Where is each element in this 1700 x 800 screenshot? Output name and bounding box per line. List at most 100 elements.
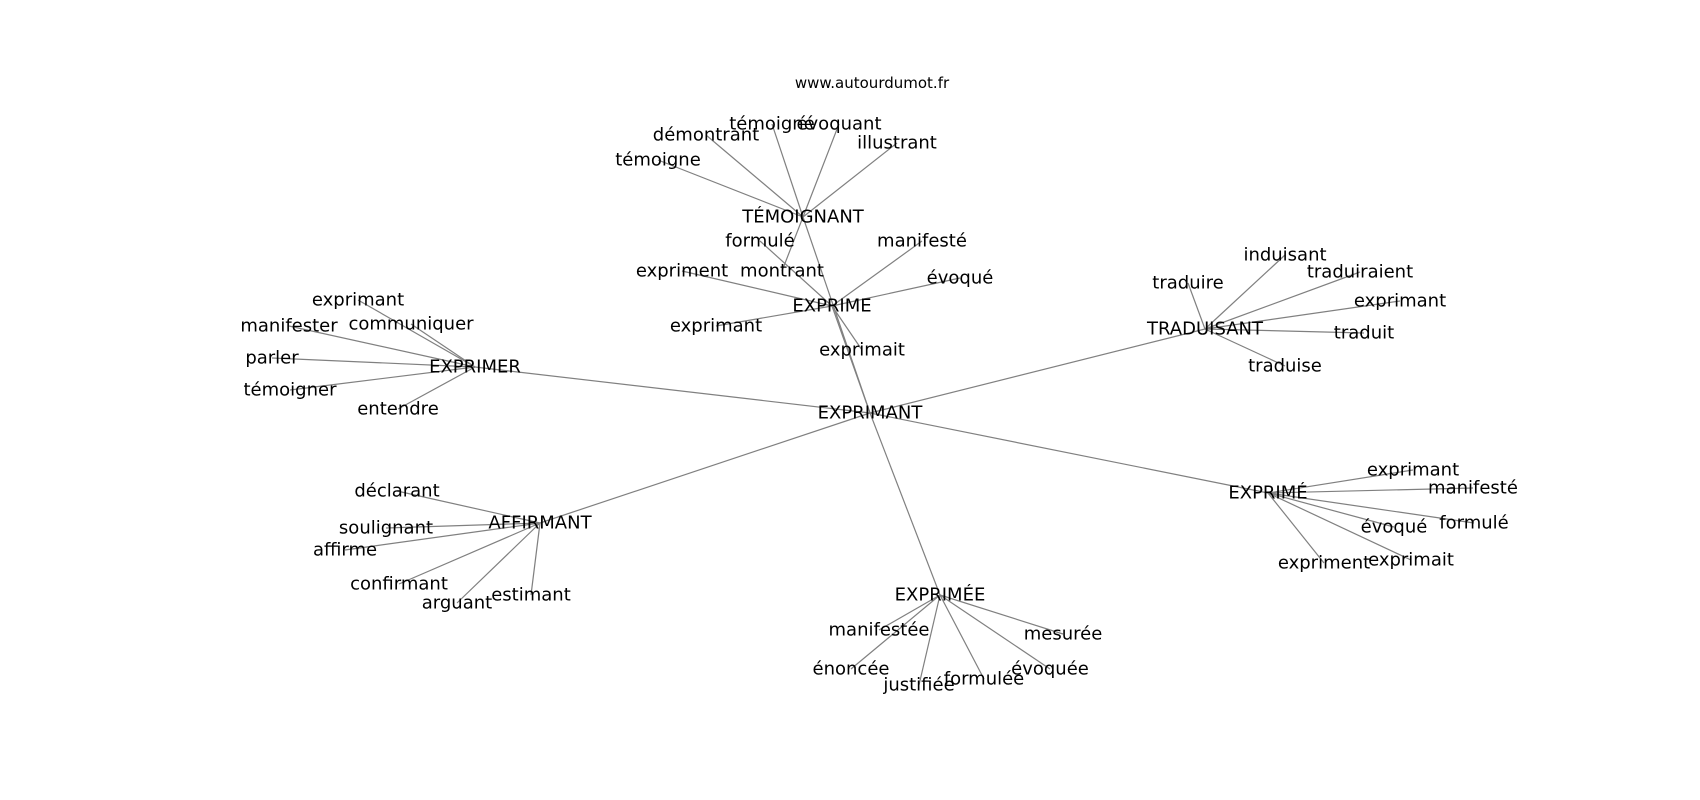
hub-node-exprimee[interactable]: EXPRIMÉE: [895, 584, 986, 606]
edge-affirmant-leaf-4: [456, 522, 541, 604]
edge-exprime-leaf-2: [831, 277, 961, 307]
edge-exprimee-leaf-4: [939, 594, 1051, 670]
edge-exprime-leaf-4: [715, 305, 833, 327]
leaf-node-exprime-3[interactable]: expriment: [636, 261, 728, 282]
leaf-node-exprime2-1[interactable]: manifesté: [1428, 478, 1518, 499]
leaf-node-exprimer-0[interactable]: exprimant: [312, 290, 404, 311]
edge-center-to-affirmant: [539, 412, 871, 524]
edge-exprime2-leaf-2: [1267, 492, 1475, 524]
leaf-node-exprime2-5[interactable]: exprimait: [1368, 550, 1454, 571]
leaf-node-exprimee-2[interactable]: justifiée: [882, 675, 954, 696]
edge-exprimee-leaf-1: [850, 594, 941, 670]
edge-affirmant-leaf-2: [344, 522, 541, 551]
edge-exprime-leaf-5: [831, 305, 863, 351]
edge-temoignant-leaf-2: [771, 123, 804, 218]
leaf-node-exprime2-3[interactable]: évoqué: [1361, 517, 1428, 538]
edge-exprimee-leaf-2: [918, 594, 941, 686]
leaf-node-exprime-4[interactable]: exprimant: [670, 316, 762, 337]
leaf-node-exprimee-5[interactable]: mesurée: [1024, 624, 1103, 645]
leaf-node-affirmant-4[interactable]: arguant: [422, 593, 492, 614]
leaf-node-temoignant-4[interactable]: illustrant: [857, 133, 937, 154]
leaf-node-exprimer-4[interactable]: témoigner: [244, 380, 338, 401]
leaf-node-traduisant-2[interactable]: traduiraient: [1307, 262, 1413, 283]
edge-exprimee-leaf-0: [878, 594, 941, 631]
edge-center-to-exprimer: [474, 366, 871, 414]
leaf-node-exprime2-4[interactable]: expriment: [1278, 553, 1370, 574]
edge-affirmant-leaf-3: [398, 522, 541, 585]
leaf-node-affirmant-2[interactable]: affirme: [313, 540, 377, 561]
leaf-node-traduisant-3[interactable]: exprimant: [1354, 291, 1446, 312]
hub-node-temoignant[interactable]: TÉMOIGNANT: [741, 206, 865, 228]
edge-center-to-exprime2: [869, 412, 1269, 494]
leaf-node-exprimer-2[interactable]: manifester: [240, 316, 338, 337]
edge-exprime2-leaf-0: [1267, 469, 1414, 494]
edge-traduisant-leaf-5: [1204, 328, 1286, 367]
leaf-node-exprime2-0[interactable]: exprimant: [1367, 460, 1459, 481]
leaf-node-temoignant-2[interactable]: témoigné: [729, 114, 815, 135]
leaf-node-exprime-0[interactable]: formulé: [725, 231, 794, 252]
edge-traduisant-leaf-0: [1187, 282, 1206, 330]
leaf-node-exprimer-1[interactable]: communiquer: [348, 314, 474, 335]
leaf-node-affirmant-3[interactable]: confirmant: [350, 574, 448, 595]
leaf-node-exprimee-1[interactable]: énoncée: [813, 659, 890, 680]
leaf-node-exprimer-5[interactable]: entendre: [357, 399, 439, 420]
edge-exprimer-leaf-0: [357, 299, 476, 368]
leaf-node-traduisant-0[interactable]: traduire: [1152, 273, 1223, 294]
edge-traduisant-leaf-2: [1204, 271, 1361, 330]
leaf-node-traduisant-4[interactable]: traduit: [1334, 323, 1394, 344]
hub-node-exprimer[interactable]: EXPRIMER: [429, 357, 521, 378]
leaf-node-traduisant-5[interactable]: traduise: [1248, 356, 1322, 377]
hub-node-exprime[interactable]: EXPRIME: [792, 296, 871, 317]
edge-exprime2-leaf-4: [1267, 492, 1325, 564]
edge-exprime-leaf-0: [759, 240, 833, 307]
edge-temoignant-leaf-4: [802, 142, 898, 218]
edge-affirmant-leaf-1: [385, 522, 541, 529]
leaf-node-exprime-2[interactable]: évoqué: [927, 268, 994, 289]
edges-layer: [271, 123, 1475, 686]
edge-temoignant-leaf-0: [657, 159, 804, 218]
edge-traduisant-leaf-1: [1204, 254, 1286, 330]
edge-traduisant-leaf-4: [1204, 328, 1365, 334]
leaf-node-exprimee-3[interactable]: formulée: [944, 669, 1025, 690]
leaf-node-exprime-1[interactable]: manifesté: [877, 231, 967, 252]
edge-exprime2-leaf-3: [1267, 492, 1395, 528]
edge-exprimee-leaf-3: [939, 594, 985, 680]
edge-exprime-leaf-1: [831, 240, 923, 307]
hub-node-affirmant[interactable]: AFFIRMANT: [488, 513, 592, 534]
leaf-node-temoignant-0[interactable]: témoigne: [615, 150, 701, 171]
edge-temoignant-leaf-3: [802, 123, 840, 218]
edge-center-to-exprimee: [869, 412, 941, 596]
labels-layer: EXPRIMANTTÉMOIGNANTtémoignedémontranttém…: [240, 114, 1518, 696]
leaf-node-temoignant-5[interactable]: montrant: [740, 261, 824, 282]
hub-node-exprime2[interactable]: EXPRIMÉ: [1228, 482, 1307, 504]
edge-exprimer-leaf-4: [289, 366, 476, 391]
edge-exprimer-leaf-5: [397, 366, 476, 410]
leaf-node-exprimee-0[interactable]: manifestée: [829, 620, 930, 641]
leaf-node-temoignant-1[interactable]: démontrant: [653, 125, 759, 146]
edge-exprimer-leaf-2: [288, 325, 476, 368]
center-node[interactable]: EXPRIMANT: [818, 403, 924, 424]
edge-exprime2-leaf-1: [1267, 487, 1474, 494]
watermark-text: www.autourdumot.fr: [795, 74, 950, 92]
leaf-node-exprime2-2[interactable]: formulé: [1439, 513, 1508, 534]
edge-center-to-traduisant: [869, 328, 1206, 414]
leaf-node-temoignant-3[interactable]: évoquant: [796, 114, 881, 135]
edge-exprime-leaf-3: [681, 270, 833, 307]
leaf-node-affirmant-5[interactable]: estimant: [491, 585, 571, 606]
leaf-node-affirmant-1[interactable]: soulignant: [339, 518, 433, 539]
edge-exprime2-leaf-5: [1267, 492, 1412, 561]
hub-node-traduisant[interactable]: TRADUISANT: [1146, 319, 1264, 340]
edge-temoignant-leaf-5: [781, 216, 804, 272]
leaf-node-exprimer-3[interactable]: parler: [245, 348, 299, 369]
edge-center-to-exprime: [831, 305, 871, 414]
edge-exprimer-leaf-1: [410, 323, 476, 368]
leaf-node-affirmant-0[interactable]: déclarant: [354, 481, 439, 502]
edge-affirmant-leaf-0: [396, 490, 541, 524]
edge-affirmant-leaf-5: [530, 522, 541, 596]
leaf-node-exprime-5[interactable]: exprimait: [819, 340, 905, 361]
leaf-node-traduisant-1[interactable]: induisant: [1243, 245, 1326, 266]
edge-temoignant-leaf-1: [705, 134, 804, 218]
leaf-node-exprimee-4[interactable]: évoquée: [1011, 659, 1089, 680]
edge-traduisant-leaf-3: [1204, 300, 1401, 330]
